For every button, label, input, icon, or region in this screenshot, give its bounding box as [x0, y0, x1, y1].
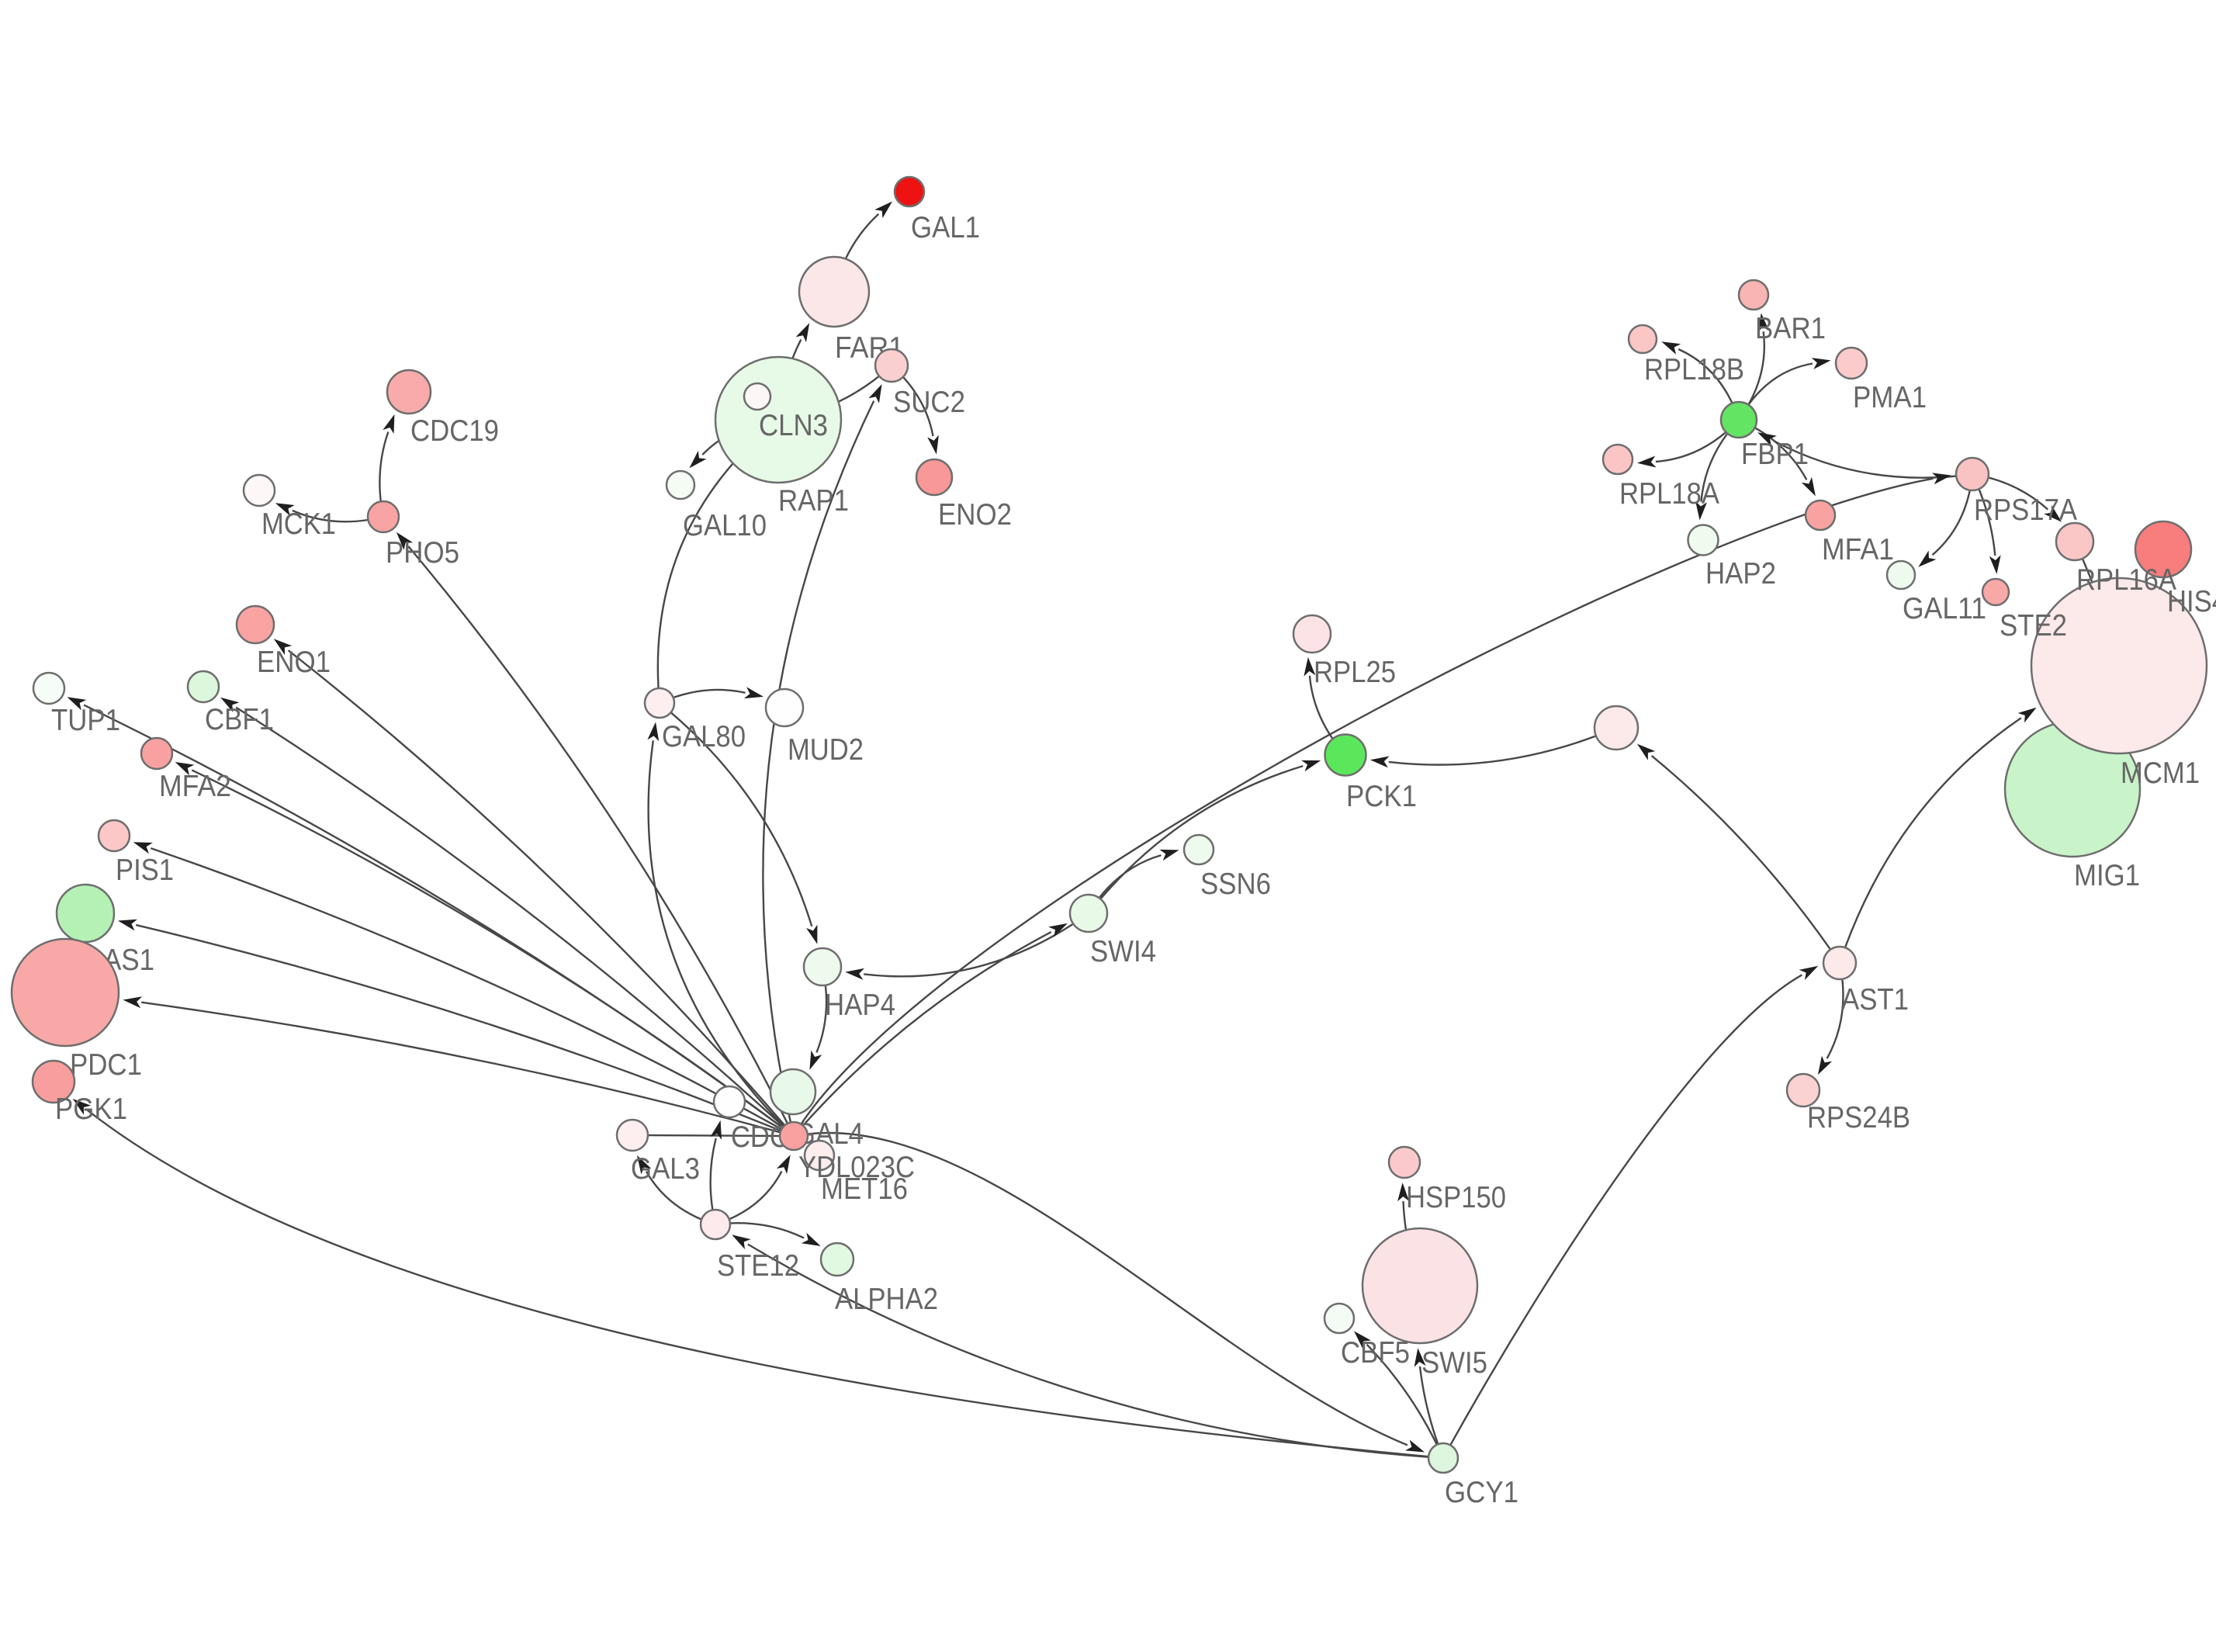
svg-text:AST1: AST1: [1841, 983, 1909, 1016]
svg-text:MCM1: MCM1: [2121, 757, 2200, 790]
svg-text:SWI5: SWI5: [1421, 1346, 1487, 1380]
svg-text:SWI4: SWI4: [1090, 935, 1156, 968]
svg-text:RPS24B: RPS24B: [1807, 1101, 1910, 1134]
svg-text:PMA1: PMA1: [1853, 381, 1927, 414]
svg-text:RPL16A: RPL16A: [2076, 563, 2176, 597]
svg-text:PHO5: PHO5: [386, 536, 459, 570]
svg-text:PGK1: PGK1: [55, 1093, 127, 1126]
svg-text:ALPHA2: ALPHA2: [835, 1283, 938, 1316]
svg-text:HSP150: HSP150: [1406, 1181, 1506, 1214]
svg-text:CDC19: CDC19: [410, 414, 499, 448]
svg-text:HIS4: HIS4: [2167, 585, 2216, 618]
svg-text:MFA2: MFA2: [159, 770, 231, 803]
svg-text:PIS1: PIS1: [116, 854, 174, 887]
svg-text:TUP1: TUP1: [51, 704, 120, 737]
svg-text:STE2: STE2: [2000, 609, 2067, 642]
svg-text:SSN6: SSN6: [1200, 868, 1271, 901]
svg-text:HAP4: HAP4: [825, 989, 895, 1022]
svg-text:CBF1: CBF1: [205, 703, 274, 736]
svg-text:ENO1: ENO1: [257, 646, 331, 679]
svg-text:ENO2: ENO2: [938, 498, 1012, 532]
svg-text:MCK1: MCK1: [261, 507, 336, 541]
svg-text:CBF5: CBF5: [1341, 1336, 1410, 1370]
svg-text:FBP1: FBP1: [1741, 438, 1809, 471]
svg-text:RPL18B: RPL18B: [1644, 353, 1744, 386]
svg-text:YDL023C: YDL023C: [798, 1151, 915, 1184]
svg-text:GCY1: GCY1: [1445, 1476, 1518, 1509]
svg-text:STE12: STE12: [717, 1249, 799, 1283]
svg-text:RPS17A: RPS17A: [1974, 494, 2077, 527]
svg-text:BAR1: BAR1: [1755, 312, 1826, 345]
svg-text:MFA1: MFA1: [1822, 533, 1894, 566]
svg-text:HAP2: HAP2: [1705, 557, 1776, 590]
svg-text:GAL1: GAL1: [911, 211, 980, 244]
svg-text:RPL25: RPL25: [1314, 656, 1396, 689]
svg-text:PDC1: PDC1: [70, 1048, 142, 1082]
svg-text:PCK1: PCK1: [1346, 780, 1417, 813]
svg-text:MIG1: MIG1: [2074, 859, 2140, 892]
svg-text:GAL3: GAL3: [631, 1152, 700, 1186]
svg-text:GAL11: GAL11: [1903, 592, 1986, 625]
svg-text:CLN3: CLN3: [759, 409, 828, 442]
svg-text:GAL10: GAL10: [683, 509, 767, 542]
svg-text:SUC2: SUC2: [893, 386, 965, 419]
svg-text:MUD2: MUD2: [788, 733, 864, 767]
svg-text:RAP1: RAP1: [778, 484, 849, 518]
svg-text:RPL18A: RPL18A: [1619, 477, 1719, 511]
svg-text:MET16: MET16: [821, 1172, 908, 1206]
svg-text:GAL80: GAL80: [662, 720, 746, 753]
